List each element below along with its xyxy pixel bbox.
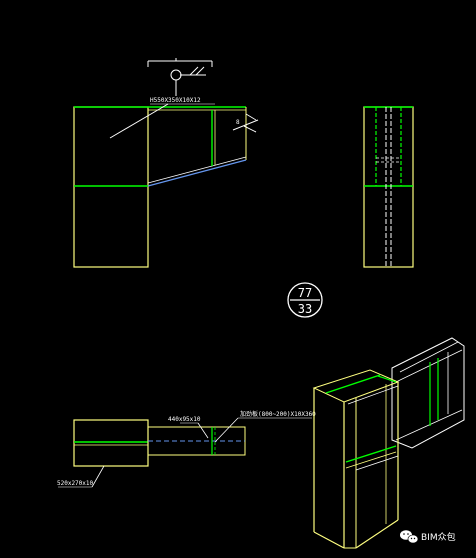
wechat-icon — [400, 530, 419, 544]
base-plate-label: 520x270x10 — [57, 480, 94, 487]
beam-bottom-flange-inner — [147, 156, 247, 184]
weld-size-label: 8 — [236, 119, 240, 126]
label-leader — [109, 103, 169, 139]
section-cut-symbol — [147, 58, 213, 96]
front-elevation: H550X350X10X12 8 — [73, 58, 259, 268]
detail-marker-top: 77 — [298, 286, 312, 300]
plate-label: 440x95x10 — [168, 416, 201, 423]
beam-bottom-flange — [147, 159, 247, 187]
detail-marker: 77 33 — [287, 282, 323, 318]
watermark: BIM众包 — [400, 530, 456, 544]
isometric-view — [312, 337, 465, 549]
weld-symbol: 8 — [232, 113, 259, 133]
side-column-outline — [363, 106, 414, 268]
plan-view: 440x95x10 加劲板(800~200)X10X360 520x270x10 — [57, 410, 316, 488]
beam-section-label: H550X350X10X12 — [150, 97, 201, 104]
side-elevation — [363, 106, 414, 268]
stiffener-label: 加劲板(800~200)X10X360 — [240, 410, 316, 418]
detail-marker-bottom: 33 — [298, 302, 312, 316]
plan-column — [73, 419, 149, 467]
watermark-text: BIM众包 — [421, 531, 456, 543]
column-outline — [73, 106, 149, 268]
